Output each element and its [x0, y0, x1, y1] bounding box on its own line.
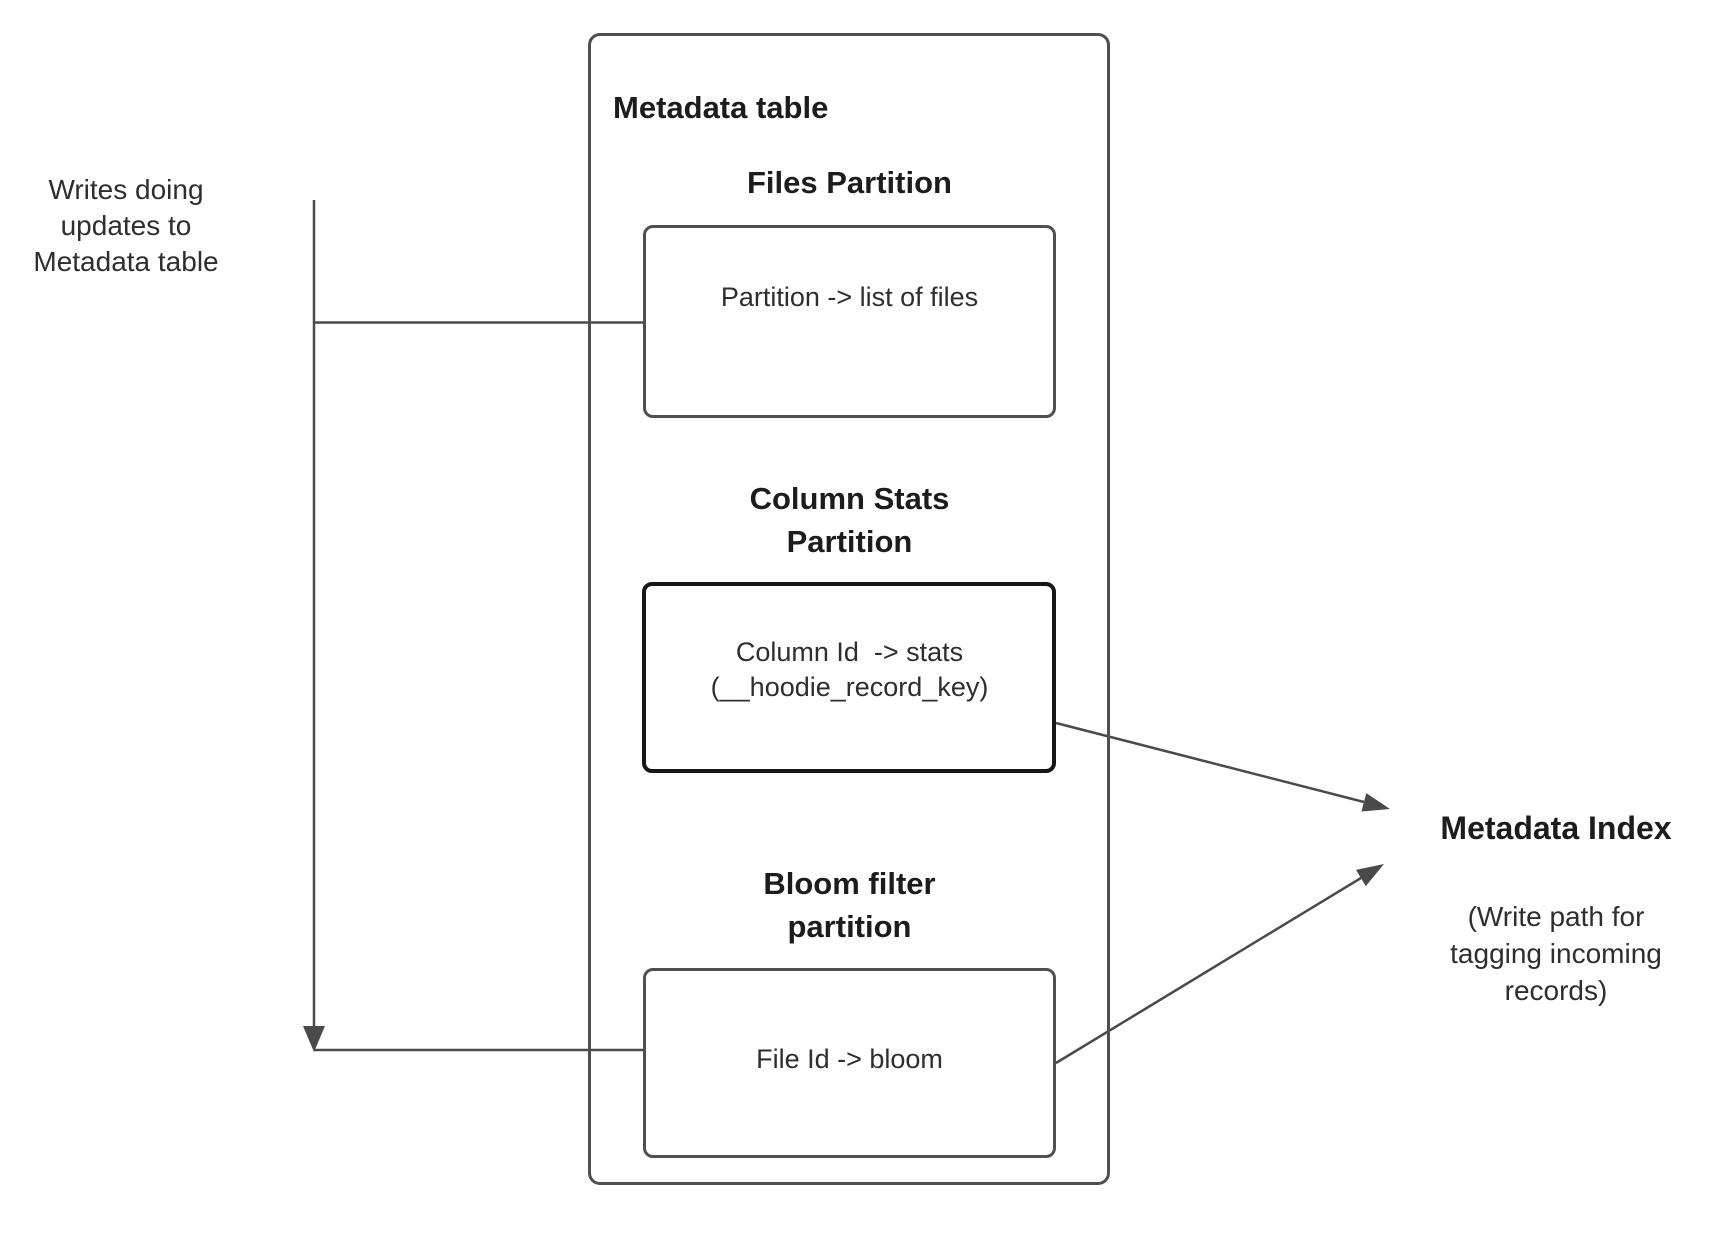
- column-stats-partition-box: [642, 582, 1056, 773]
- metadata-table-title: Metadata table: [613, 90, 829, 125]
- column-stats-partition-heading: Column Stats Partition: [749, 481, 950, 559]
- bloom-filter-partition-heading: Bloom filter partition: [763, 866, 936, 944]
- column-stats-partition-label: Column Id -> stats (__hoodie_record_key): [710, 637, 989, 702]
- metadata-table-box: [588, 33, 1110, 1185]
- up-right-arrowhead-icon: [1356, 864, 1384, 887]
- metadata-index-subtitle: (Write path for tagging incoming records…: [1450, 901, 1662, 1006]
- writes-note: Writes doing updates to Metadata table: [33, 174, 219, 277]
- right-arrowhead-icon: [1361, 793, 1390, 812]
- bloom-filter-partition-label: File Id -> bloom: [756, 1044, 943, 1074]
- files-partition-box: [643, 225, 1056, 418]
- bloom-filter-partition-box: [643, 968, 1056, 1158]
- files-partition-heading: Files Partition: [747, 165, 952, 200]
- down-arrowhead-icon: [303, 1026, 325, 1052]
- metadata-index-title: Metadata Index: [1440, 810, 1672, 846]
- files-partition-label: Partition -> list of files: [720, 282, 979, 312]
